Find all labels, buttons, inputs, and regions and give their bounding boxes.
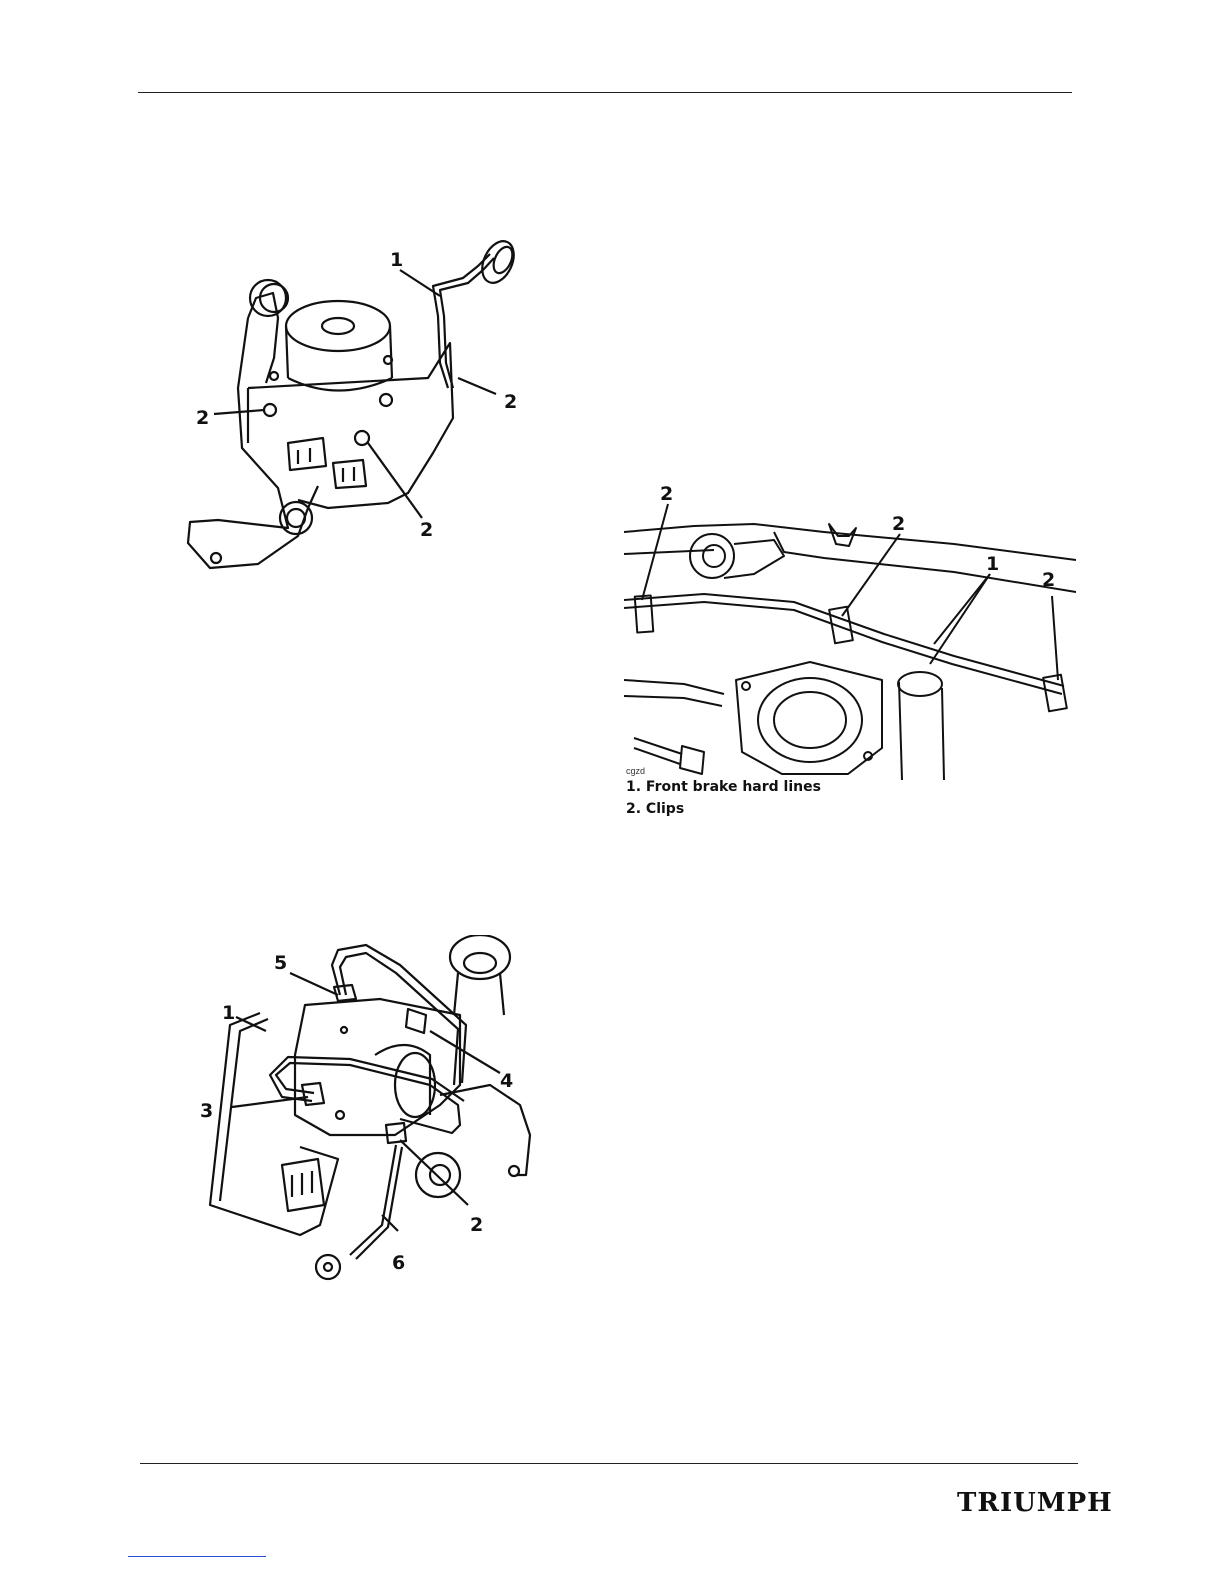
callout-4: 4 <box>500 1070 513 1092</box>
modulator-pipes-figure: 5 1 4 3 2 6 <box>190 935 540 1285</box>
callout-6: 6 <box>392 1252 405 1274</box>
callout-1: 1 <box>222 1002 235 1024</box>
brake-lines-figure: 2 2 1 2 cgzd <box>624 484 1076 780</box>
abs-modulator-illustration: 1 2 2 2 <box>178 238 528 573</box>
callout-2-bottom: 2 <box>420 519 433 541</box>
callout-2-right: 2 <box>504 391 517 413</box>
header-rule <box>138 92 1072 93</box>
callout-1: 1 <box>390 249 403 271</box>
triumph-logo: TRIUMPH <box>957 1488 1113 1518</box>
hard-lines-callout: 1 <box>986 553 999 575</box>
clip-callout-right: 2 <box>1042 569 1055 591</box>
clip-callout-left: 2 <box>660 484 673 505</box>
abs-modulator-figure: 1 2 2 2 <box>178 238 528 573</box>
brake-lines-illustration: 2 2 1 2 cgzd <box>624 484 1076 780</box>
bottom-link-underline <box>128 1556 266 1557</box>
clip-callout-middle: 2 <box>892 513 905 535</box>
caption-clips: 2. Clips <box>626 798 684 820</box>
callout-3: 3 <box>200 1100 213 1122</box>
callout-5: 5 <box>274 952 287 974</box>
caption-hard-lines: 1. Front brake hard lines <box>626 776 821 798</box>
footer-rule <box>140 1463 1078 1464</box>
image-code: cgzd <box>626 766 645 776</box>
modulator-pipes-illustration: 5 1 4 3 2 6 <box>190 935 540 1285</box>
callout-2-left: 2 <box>196 407 209 429</box>
callout-2: 2 <box>470 1214 483 1236</box>
